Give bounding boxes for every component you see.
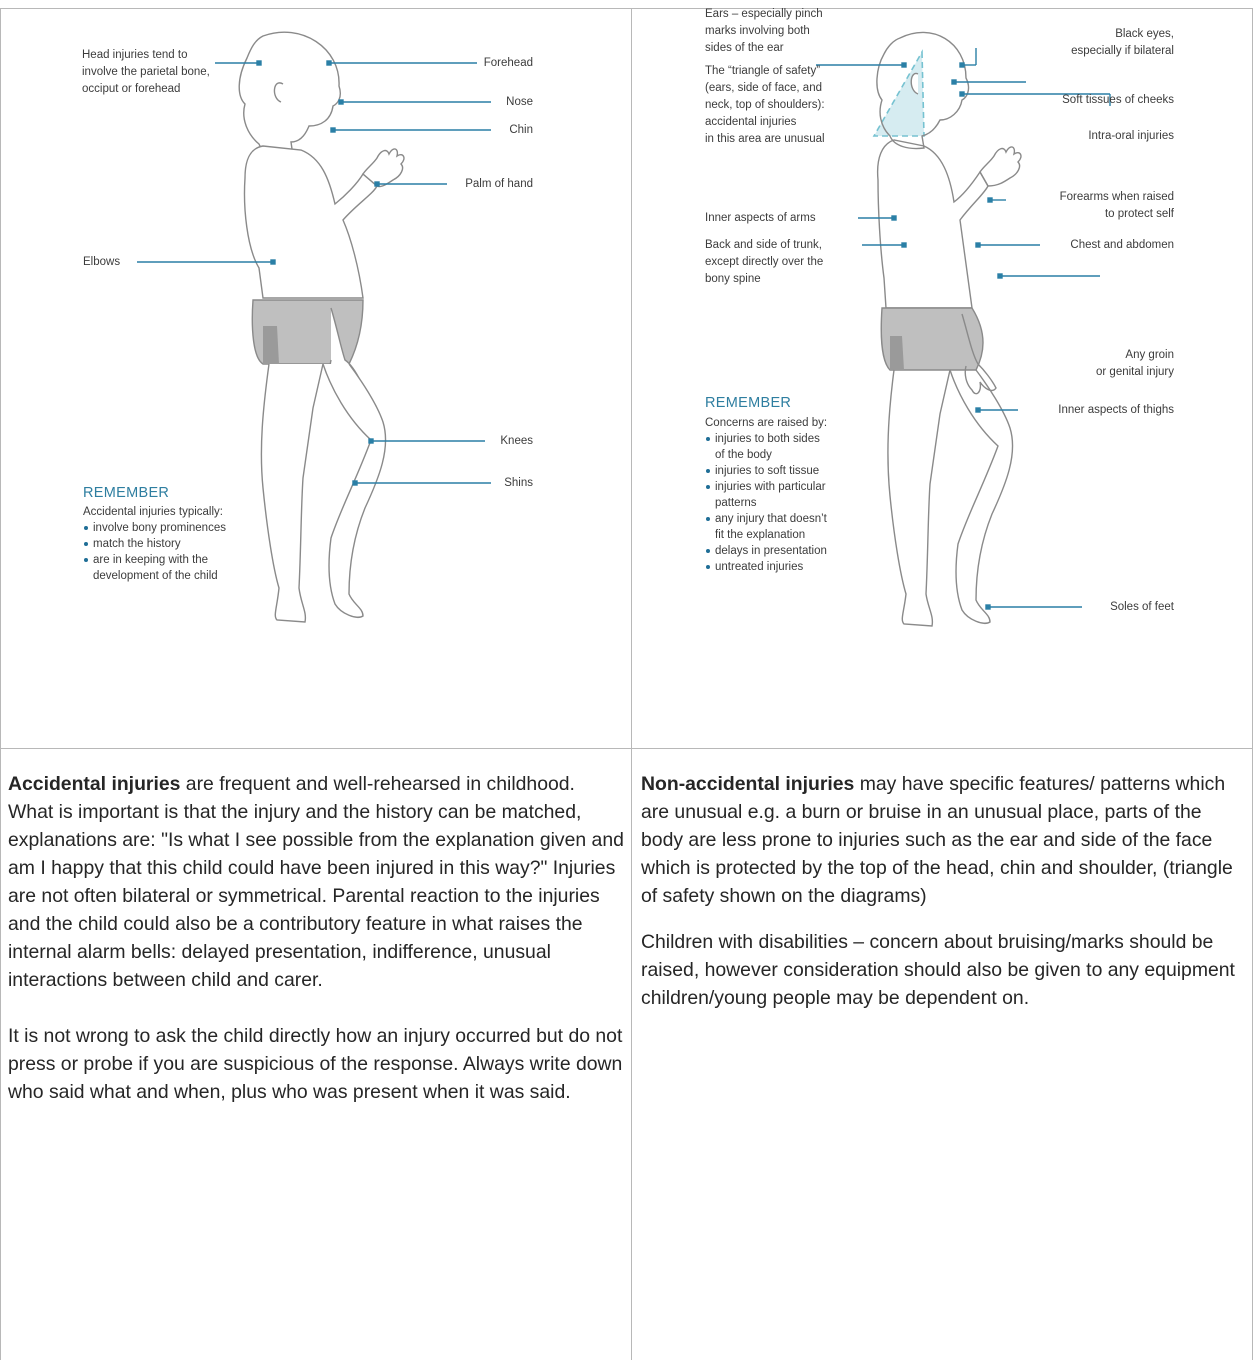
label-shins: Shins — [483, 475, 533, 492]
remember-intro: Accidental injuries typically: — [83, 504, 263, 520]
non-accidental-heading: Non-accidental injuries — [641, 773, 854, 795]
remember-item: untreated injuries — [705, 559, 875, 575]
accidental-body-1: are frequent and well-rehearsed in child… — [8, 773, 624, 991]
label-knees: Knees — [483, 433, 533, 450]
remember-item: involve bony prominences — [83, 520, 263, 536]
remember-heading: REMEMBER — [705, 395, 791, 411]
non-accidental-injuries-text: Non-accidental injuries may have specifi… — [641, 770, 1247, 1030]
remember-list: injuries to both sides of the body injur… — [705, 431, 875, 575]
non-accidental-paragraph-1: Non-accidental injuries may have specifi… — [641, 770, 1247, 910]
label-inner-arms: Inner aspects of arms — [705, 210, 816, 227]
remember-box: Concerns are raised by: injuries to both… — [705, 415, 875, 575]
label-forehead: Forehead — [471, 55, 533, 72]
label-palm-of-hand: Palm of hand — [441, 176, 533, 193]
remember-item: any injury that doesn’t fit the explanat… — [705, 511, 875, 543]
label-nose: Nose — [491, 94, 533, 111]
accidental-paragraph-1: Accidental injuries are frequent and wel… — [8, 770, 624, 994]
label-soles-of-feet: Soles of feet — [1072, 599, 1174, 616]
label-head-injuries: Head injuries tend to involve the pariet… — [82, 47, 210, 98]
accidental-injuries-diagram: Head injuries tend to involve the pariet… — [1, 8, 631, 748]
label-soft-tissues-cheeks: Soft tissues of cheeks — [1024, 92, 1174, 109]
label-chest-abdomen: Chest and abdomen — [1032, 237, 1174, 254]
remember-intro: Concerns are raised by: — [705, 415, 875, 431]
accidental-heading: Accidental injuries — [8, 773, 180, 795]
remember-item: are in keeping with the development of t… — [83, 552, 263, 584]
label-ears: Ears – especially pinch marks involving … — [705, 6, 823, 57]
remember-item: delays in presentation — [705, 543, 875, 559]
label-groin: Any groin or genital injury — [1052, 347, 1174, 381]
label-forearms: Forearms when raised to protect self — [1012, 189, 1174, 223]
label-elbows: Elbows — [83, 254, 120, 271]
child-body-figure-front — [1, 8, 631, 748]
label-triangle-of-safety: The “triangle of safety” (ears, side of … — [705, 63, 825, 148]
remember-item: injuries to both sides of the body — [705, 431, 875, 463]
label-intra-oral: Intra-oral injuries — [1052, 128, 1174, 145]
label-black-eyes: Black eyes, especially if bilateral — [1032, 26, 1174, 60]
label-back-trunk: Back and side of trunk, except directly … — [705, 237, 823, 288]
remember-box: Accidental injuries typically: involve b… — [83, 504, 263, 584]
label-chin: Chin — [491, 122, 533, 139]
label-inner-thighs: Inner aspects of thighs — [1012, 402, 1174, 419]
accidental-injuries-text: Accidental injuries are frequent and wel… — [8, 770, 624, 1124]
remember-item: injuries with particular patterns — [705, 479, 875, 511]
remember-list: involve bony prominences match the histo… — [83, 520, 263, 584]
remember-heading: REMEMBER — [83, 485, 169, 501]
non-accidental-injuries-diagram: Ears – especially pinch marks involving … — [632, 8, 1252, 748]
non-accidental-paragraph-2: Children with disabilities – concern abo… — [641, 928, 1247, 1012]
accidental-paragraph-2: It is not wrong to ask the child directl… — [8, 1022, 624, 1106]
remember-item: injuries to soft tissue — [705, 463, 875, 479]
remember-item: match the history — [83, 536, 263, 552]
table-row-divider — [0, 748, 1253, 749]
